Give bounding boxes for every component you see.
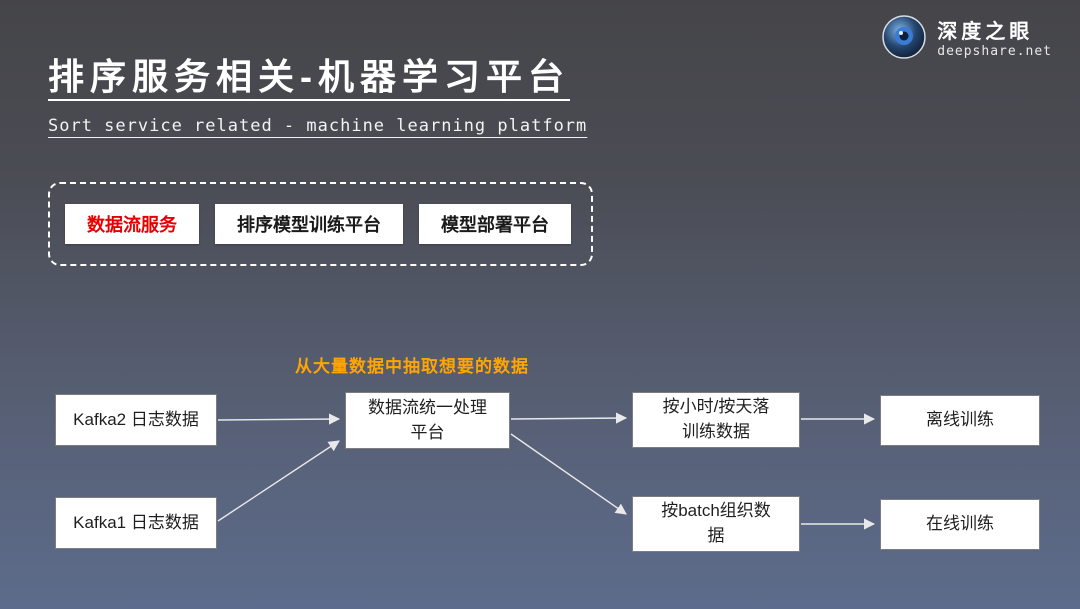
diagram-annotation: 从大量数据中抽取想要的数据 xyxy=(295,357,529,376)
node-kafka2-log-data: Kafka2 日志数据 xyxy=(55,394,217,446)
node-online-training: 在线训练 xyxy=(880,499,1040,550)
tab-model-deploy-platform[interactable]: 模型部署平台 xyxy=(419,204,571,244)
edge-kafka2-process xyxy=(217,413,341,425)
node-unified-processing: 数据流统一处理 平台 xyxy=(345,392,510,449)
page-title: 排序服务相关-机器学习平台 xyxy=(48,56,570,97)
edge-process-batch xyxy=(510,433,627,515)
brand-domain: deepshare.net xyxy=(937,44,1052,59)
edge-kafka1-process xyxy=(217,440,340,522)
tab-data-stream-service[interactable]: 数据流服务 xyxy=(65,204,199,244)
tab-strip: 数据流服务 排序模型训练平台 模型部署平台 xyxy=(48,182,593,266)
brand-text: 深度之眼 deepshare.net xyxy=(937,20,1052,59)
tab-sort-model-training-platform[interactable]: 排序模型训练平台 xyxy=(215,204,403,244)
node-hourly-daily-training-data: 按小时/按天落 训练数据 xyxy=(632,392,800,448)
brand-block: 深度之眼 deepshare.net xyxy=(881,14,1052,65)
brand-name: 深度之眼 xyxy=(937,21,1034,43)
node-kafka1-log-data: Kafka1 日志数据 xyxy=(55,497,217,549)
deepshare-logo-icon xyxy=(881,14,927,65)
node-batch-organized-data: 按batch组织数 据 xyxy=(632,496,800,552)
node-offline-training: 离线训练 xyxy=(880,395,1040,446)
edge-process-hourly xyxy=(510,412,628,424)
page-subtitle: Sort service related - machine learning … xyxy=(48,116,588,136)
